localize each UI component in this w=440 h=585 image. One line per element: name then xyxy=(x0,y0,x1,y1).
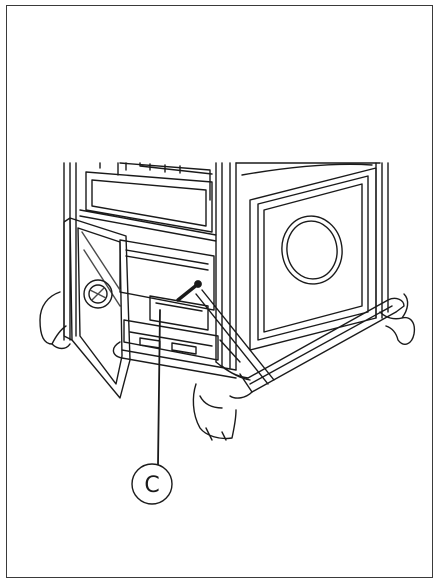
ash-pan xyxy=(149,295,209,331)
stove-front-panel xyxy=(63,162,241,363)
stove-side-panel xyxy=(235,162,389,351)
stove-base xyxy=(112,297,405,399)
stove-feet xyxy=(39,291,416,441)
stove-illustration xyxy=(39,162,416,466)
callout-c xyxy=(131,463,173,505)
stove-open-door xyxy=(63,217,131,399)
callout-c-label: C xyxy=(144,473,159,498)
callout-c-leader xyxy=(157,289,275,466)
stove-corner-pillar xyxy=(215,162,251,381)
